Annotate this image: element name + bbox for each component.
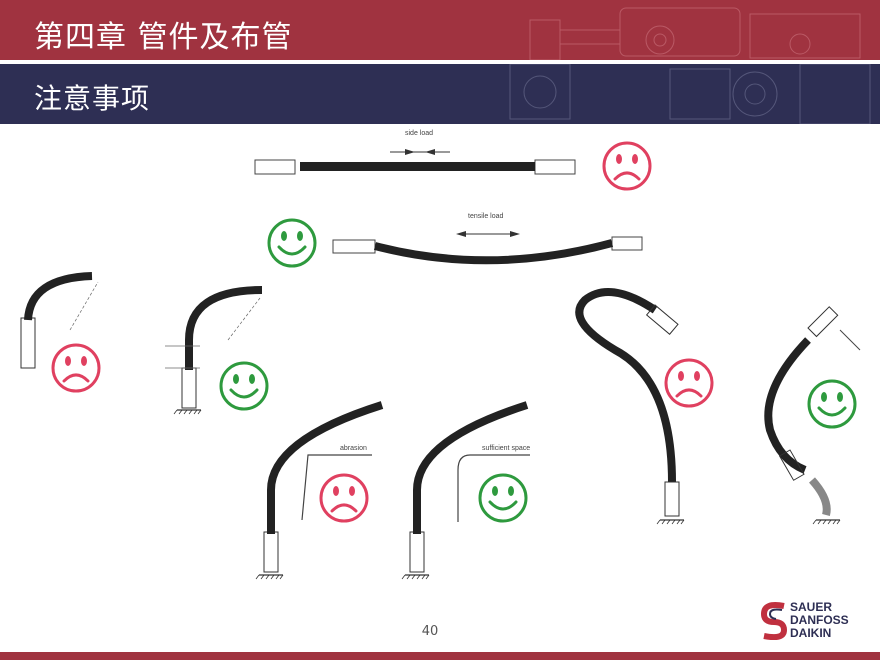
chapter-header-bar: 第四章 管件及布管 [0, 0, 880, 60]
abrasion-label: abrasion [340, 445, 367, 452]
hose-tight-bend-left [20, 272, 99, 369]
happy-face-icon [478, 473, 528, 523]
sauer-danfoss-daikin-logo: SAUER DANFOSS DAIKIN [760, 600, 876, 644]
logo-mark-icon [760, 602, 788, 640]
section-title: 注意事项 [34, 82, 151, 115]
side-load-label: side load [405, 130, 433, 137]
hose-tensile-load: tensile load [332, 213, 643, 265]
footer-bar [0, 652, 880, 660]
pump-sketch-background [509, 64, 871, 124]
sad-face-icon [51, 343, 101, 393]
hose-s-curve [575, 288, 685, 525]
happy-face-icon [219, 361, 269, 411]
tensile-load-label: tensile load [468, 213, 504, 220]
header-divider [0, 60, 880, 64]
happy-face-icon [267, 218, 317, 268]
chapter-title: 第四章 管件及布管 [34, 20, 293, 55]
hose-abrasion: abrasion [255, 401, 384, 580]
hose-sufficient-space: sufficient space [401, 401, 530, 580]
section-header-bar: 注意事项 [0, 64, 880, 124]
machine-sketch-background [529, 7, 861, 60]
hose-side-load: side load [254, 130, 576, 175]
logo-text: SAUER DANFOSS DAIKIN [790, 600, 849, 640]
sufficient-space-label: sufficient space [482, 445, 530, 452]
page-number: 40 [421, 624, 439, 639]
sad-face-icon [319, 473, 369, 523]
hose-correct-bend [165, 286, 263, 415]
sad-face-icon [602, 141, 652, 191]
happy-face-icon [807, 379, 857, 429]
sad-face-icon [664, 358, 714, 408]
hose-right-curve [764, 306, 861, 525]
